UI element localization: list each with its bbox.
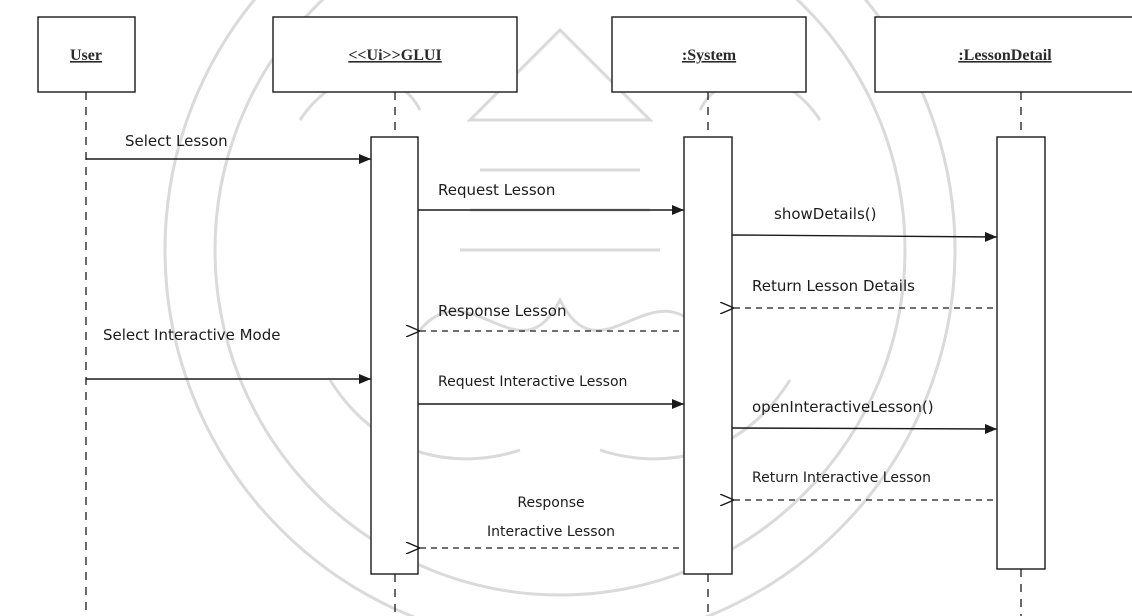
participant-user-label: User bbox=[70, 47, 102, 64]
message-label-response-interactive-line1: Response bbox=[517, 495, 584, 511]
message-label-response-interactive-line2: Interactive Lesson bbox=[487, 524, 615, 540]
participant-user: User bbox=[37, 16, 136, 93]
message-label-return-lesson-details: Return Lesson Details bbox=[752, 277, 915, 295]
participant-system-label: :System bbox=[682, 47, 737, 64]
message-label-request-lesson: Request Lesson bbox=[438, 181, 555, 199]
message-arrow-open-interactive-lesson bbox=[731, 423, 998, 434]
message-label-open-interactive-lesson: openInteractiveLesson() bbox=[752, 398, 934, 416]
activation-lesson-detail bbox=[996, 136, 1046, 570]
message-label-return-interactive-lesson: Return Interactive Lesson bbox=[752, 470, 931, 486]
message-label-select-interactive-mode: Select Interactive Mode bbox=[103, 326, 280, 344]
message-arrow-show-details bbox=[731, 231, 998, 242]
participant-lesson-detail: :LessonDetail bbox=[874, 16, 1132, 93]
participant-glui: <<Ui>>GLUI bbox=[272, 16, 518, 93]
message-label-request-interactive-lesson: Request Interactive Lesson bbox=[438, 374, 627, 390]
message-label-response-lesson: Response Lesson bbox=[438, 302, 566, 320]
participant-system: :System bbox=[611, 16, 807, 93]
message-label-show-details: showDetails() bbox=[774, 205, 876, 223]
participant-lesson-detail-label: :LessonDetail bbox=[958, 47, 1052, 64]
message-label-select-lesson: Select Lesson bbox=[125, 132, 228, 150]
activation-system bbox=[683, 136, 733, 575]
activation-glui bbox=[370, 136, 419, 575]
participant-glui-label: <<Ui>>GLUI bbox=[348, 47, 441, 64]
